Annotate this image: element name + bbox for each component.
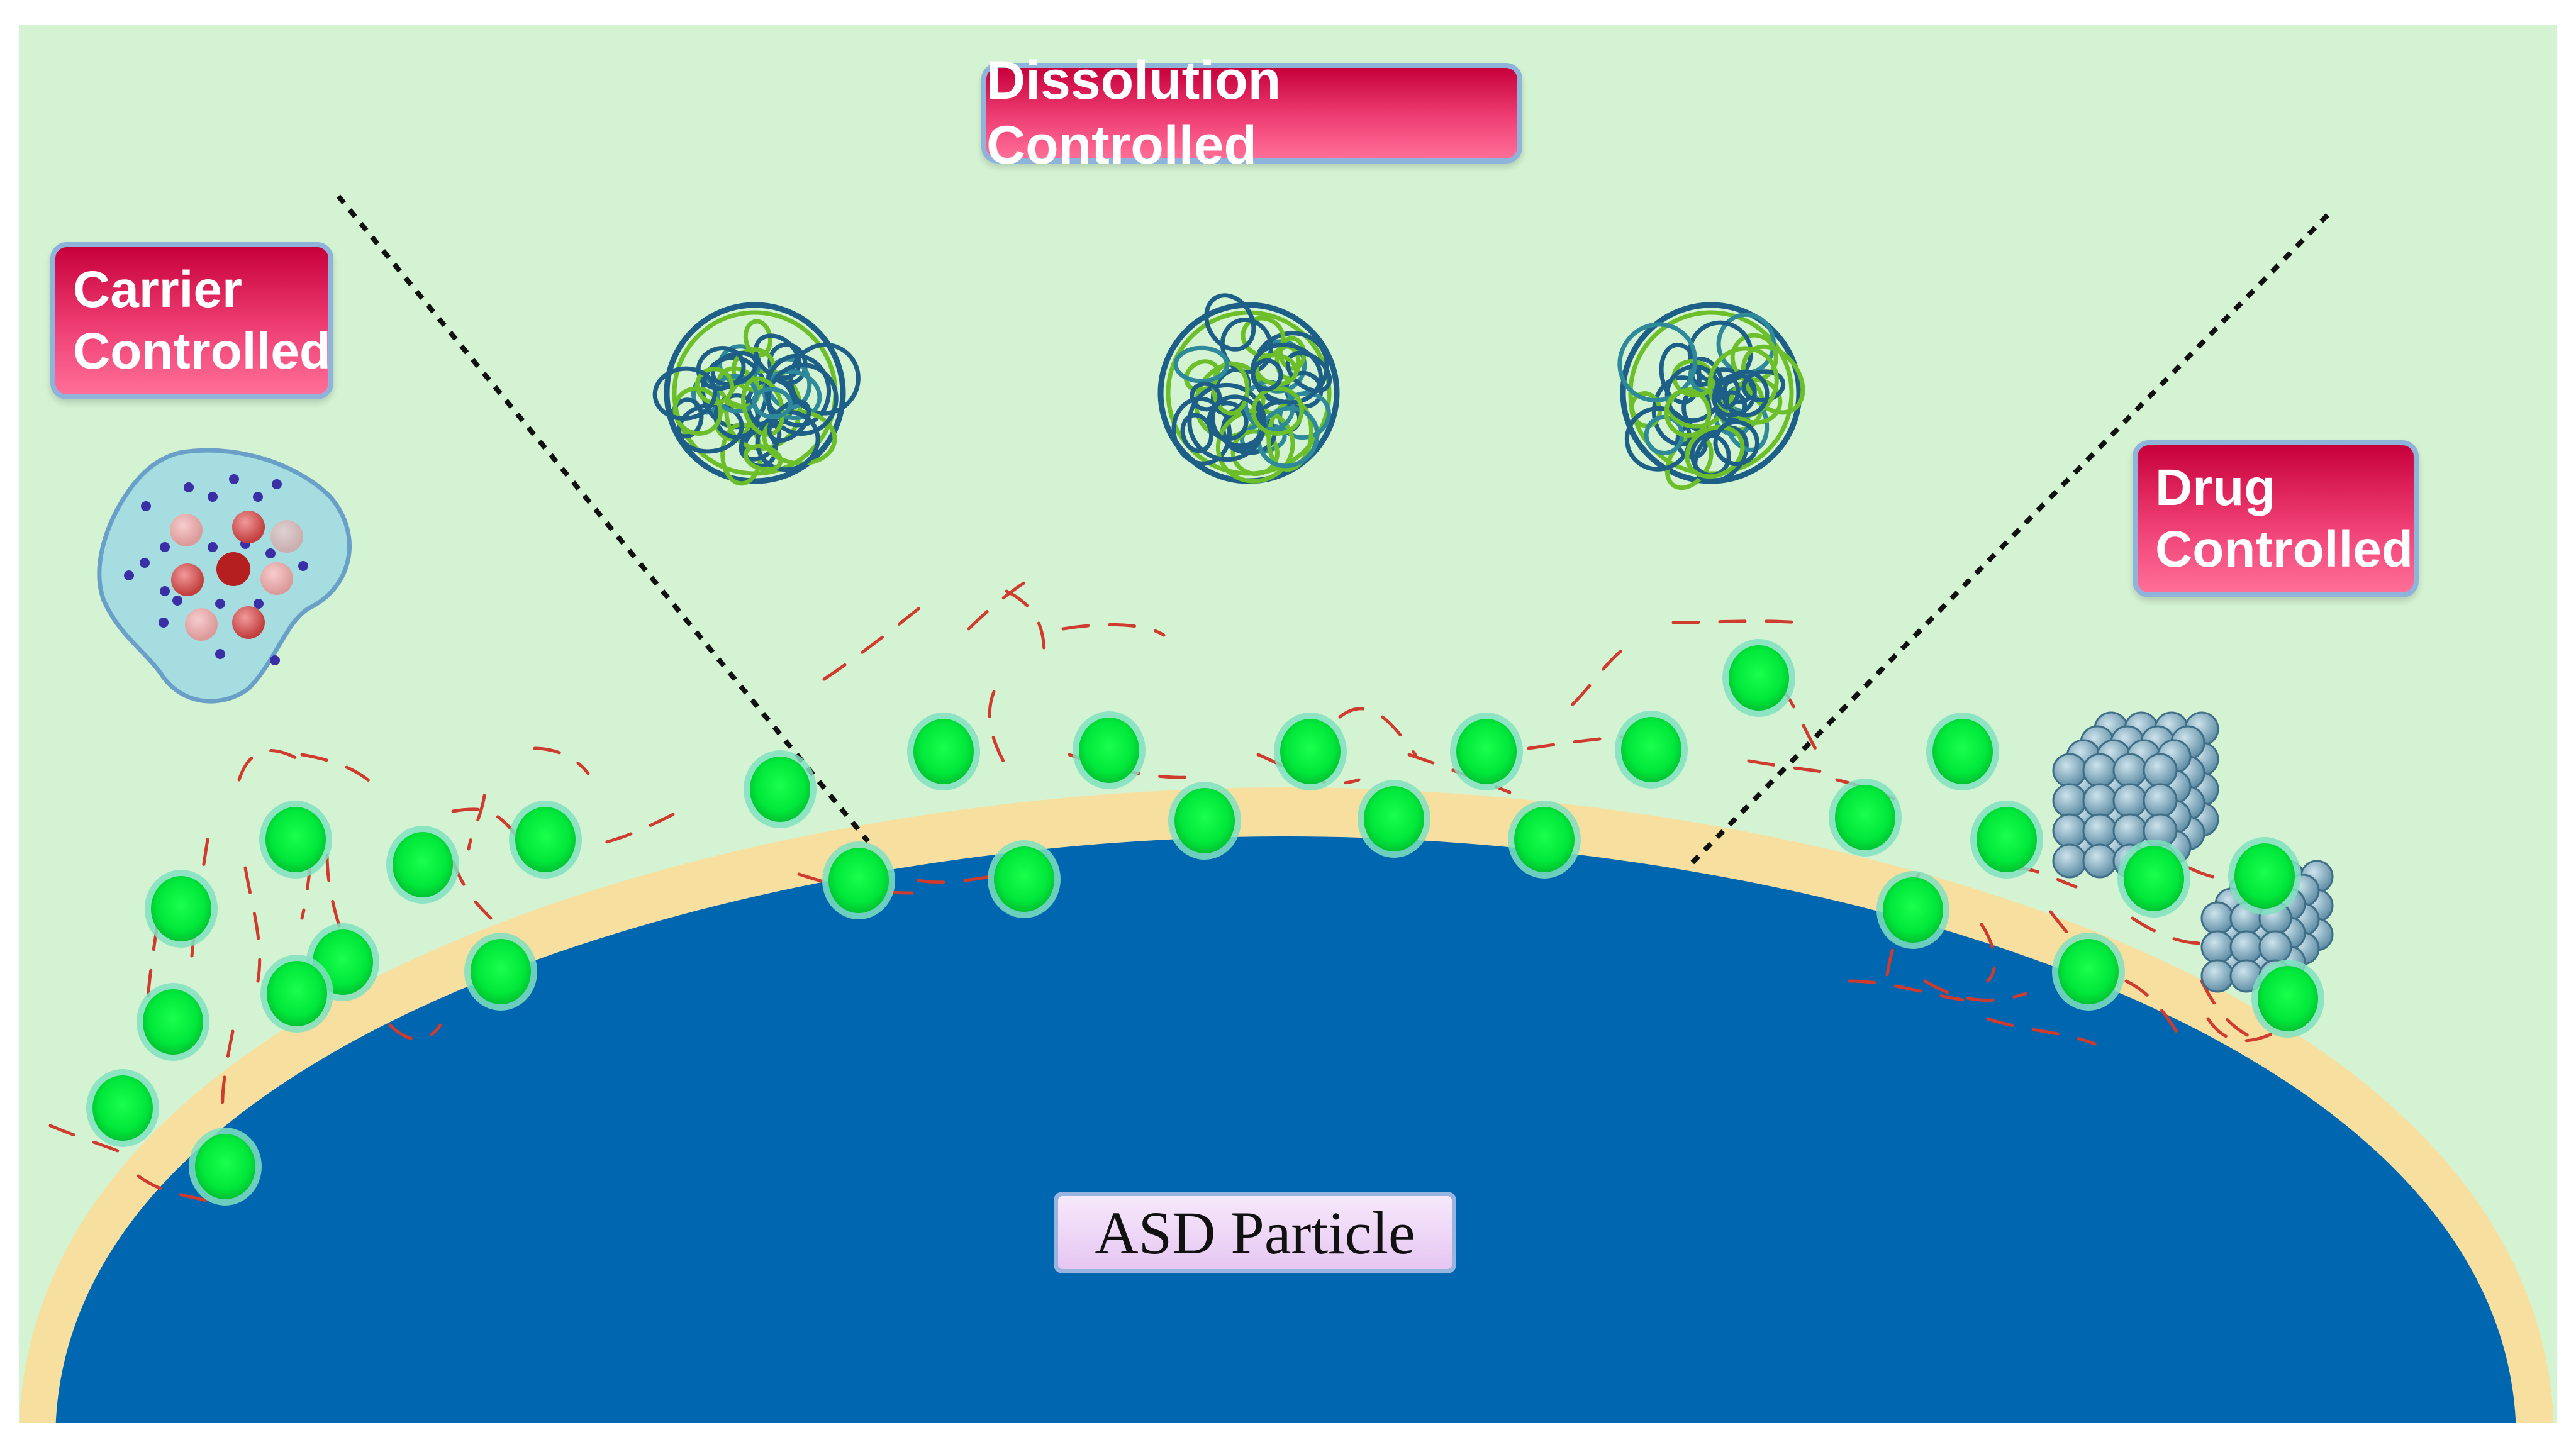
polymer-coil-icon: [1617, 302, 1805, 491]
asd-particle-label: ASD Particle: [1054, 1192, 1456, 1273]
drug-molecule-icon: [86, 1069, 159, 1147]
drug-molecule-icon: [1450, 713, 1523, 790]
drug-molecule-icon: [744, 750, 817, 828]
drug-molecule-icon: [386, 826, 459, 904]
drug-molecule-icon: [2052, 933, 2125, 1011]
drug-molecule-icon: [145, 870, 218, 948]
drug-label-line2: Controlled: [2155, 521, 2413, 578]
drug-molecule-icon: [907, 713, 980, 790]
drug-molecules: [86, 639, 2324, 1206]
crystal-lattice-icon: [2052, 711, 2219, 879]
drug-molecule-icon: [1615, 711, 1688, 789]
bottom-margin: [0, 1423, 2576, 1439]
drug-molecule-icon: [1722, 639, 1795, 717]
drug-molecule-icon: [509, 801, 582, 879]
drug-molecule-icon: [1274, 713, 1347, 790]
drug-molecule-icon: [2117, 840, 2190, 918]
drug-molecule-icon: [1926, 713, 1999, 790]
drug-molecule-icon: [2251, 960, 2324, 1038]
drug-molecule-icon: [1970, 801, 2043, 879]
drug-molecule-icon: [137, 983, 209, 1061]
dissolution-label-text: Dissolution Controlled: [986, 50, 1281, 175]
drug-molecule-icon: [1876, 871, 1949, 949]
drug-controlled-label: Drug Controlled: [2133, 440, 2419, 597]
carrier-label-line1: Carrier: [73, 260, 242, 318]
drug-molecule-icon: [1829, 779, 1902, 857]
drug-molecule-icon: [464, 933, 537, 1011]
carrier-vesicle-icon: [97, 448, 352, 704]
drug-molecule-icon: [2228, 837, 2301, 915]
asd-particle-text: ASD Particle: [1095, 1199, 1415, 1267]
drug-molecule-icon: [259, 801, 332, 879]
drug-molecule-icon: [189, 1128, 262, 1206]
polymer-coils: [652, 293, 1805, 491]
dissolution-controlled-label: Dissolution Controlled: [981, 50, 1522, 175]
carrier-controlled-label: Carrier Controlled: [50, 242, 333, 399]
drug-molecule-icon: [1508, 801, 1581, 879]
drug-molecule-icon: [1073, 711, 1146, 789]
polymer-coil-icon: [1157, 293, 1340, 484]
carrier-label-line2: Controlled: [73, 323, 331, 380]
drug-molecule-icon: [1358, 780, 1430, 858]
drug-molecule-icon: [1168, 782, 1241, 860]
drug-molecule-icon: [822, 841, 895, 919]
drug-label-line1: Drug: [2155, 458, 2276, 516]
drug-molecule-icon: [260, 955, 333, 1033]
polymer-coil-icon: [652, 302, 861, 486]
drug-molecule-icon: [988, 840, 1061, 918]
